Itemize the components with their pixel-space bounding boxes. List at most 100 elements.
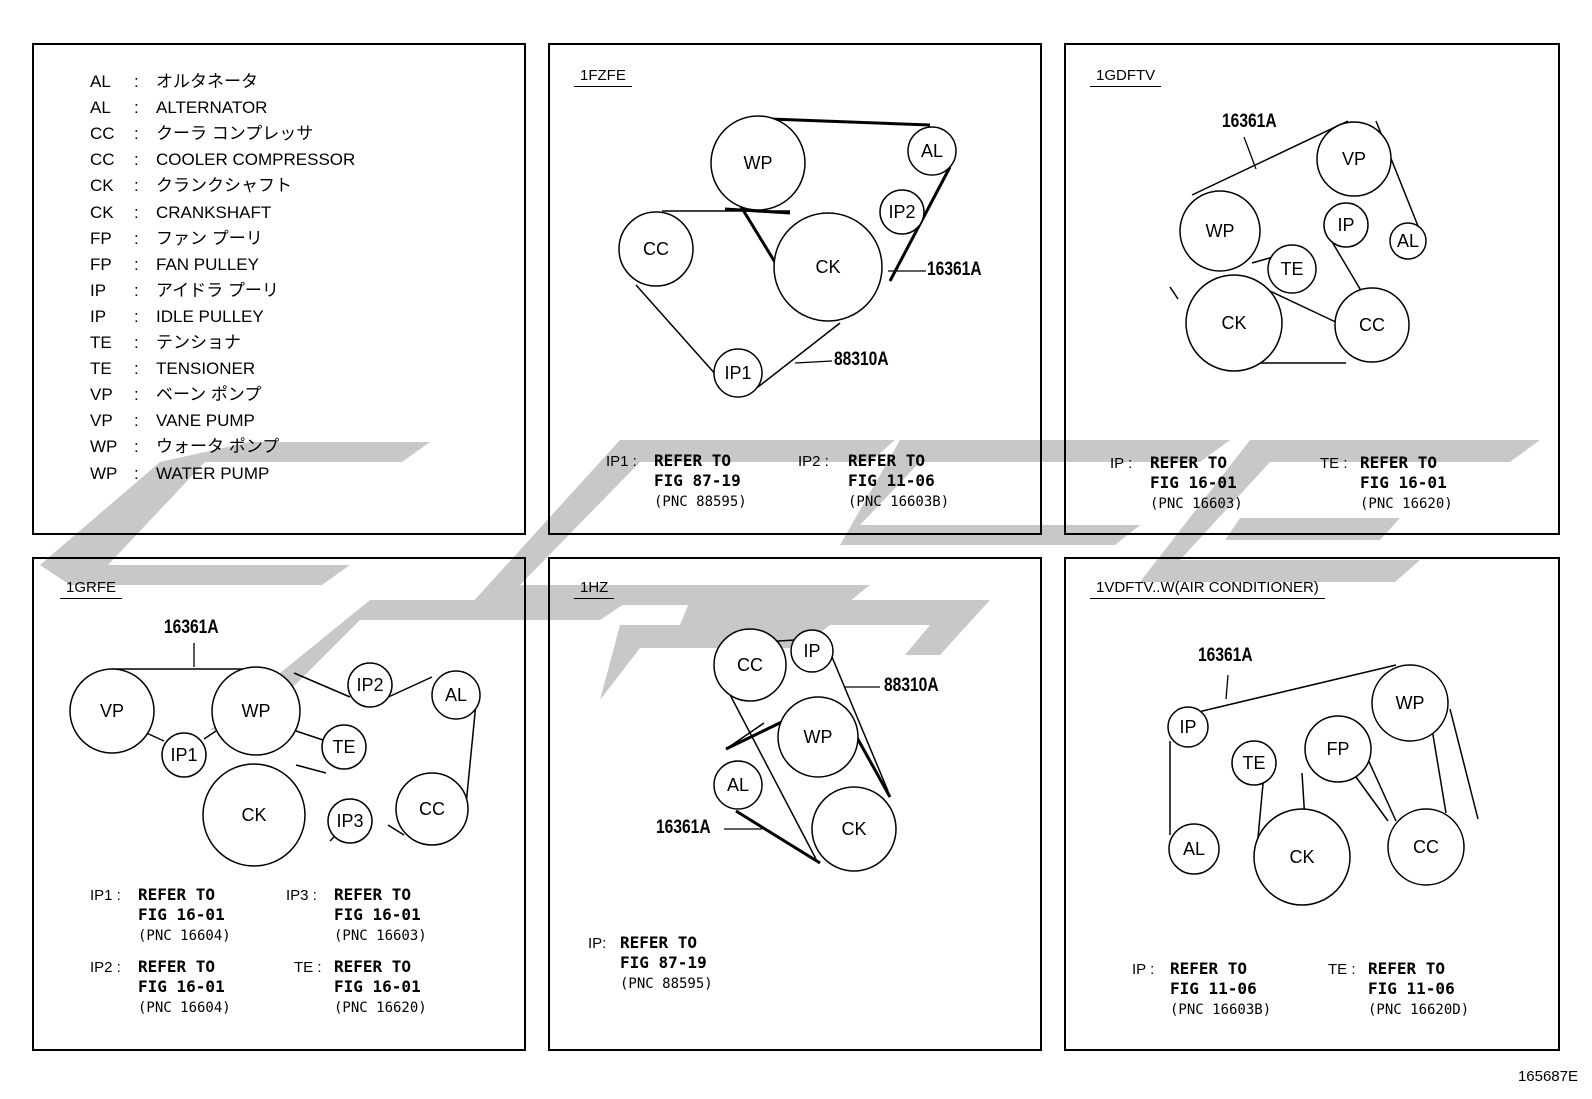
pulley-label-ip2: IP2 <box>888 202 915 222</box>
legend-description: CRANKSHAFT <box>156 202 272 222</box>
pulley-label-ck: CK <box>1289 847 1314 867</box>
pulley-label-wp: WP <box>804 727 833 747</box>
pulley-label-te: TE <box>1242 753 1265 773</box>
pulley-label-al: AL <box>1183 839 1205 859</box>
pulley-label-ip: IP <box>1179 717 1196 737</box>
pulley-wp <box>211 666 301 756</box>
panel-title: 1HZ <box>574 579 615 599</box>
pulley-ip1 <box>161 732 207 778</box>
pulley-ip <box>1323 202 1369 248</box>
legend-description: ALTERNATOR <box>156 98 268 118</box>
legend-separator: : <box>134 228 139 248</box>
part-number-label: 16361A <box>1198 645 1253 666</box>
legend-separator: : <box>134 359 139 379</box>
legend-separator: : <box>134 385 139 405</box>
legend-code: CK <box>90 202 114 222</box>
legend-code: CC <box>90 124 115 144</box>
pulley-te <box>321 724 367 770</box>
belt-diagram: WP AL IP2 CC CK IP1 <box>618 115 957 398</box>
legend-separator: : <box>134 124 139 144</box>
watermark-stroke <box>40 442 430 585</box>
pulley-al <box>713 760 763 810</box>
legend-description: ウォータ ポンプ <box>156 437 280 457</box>
pulley-ck <box>773 212 883 322</box>
pulley-label-te: TE <box>1280 259 1303 279</box>
legend-code: AL <box>90 72 111 91</box>
pulley-label-ck: CK <box>241 805 266 825</box>
pulley-vp <box>69 668 155 754</box>
legend-description: IDLE PULLEY <box>156 306 264 326</box>
legend-separator: : <box>134 280 139 300</box>
legend-separator: : <box>134 463 139 483</box>
panel-title: 1VDFTV..W(AIR CONDITIONER) <box>1090 579 1325 599</box>
legend-code: VP <box>90 385 113 405</box>
pulley-label-wp: WP <box>242 701 271 721</box>
pulley-te <box>1267 244 1317 294</box>
pulley-label-ip1: IP1 <box>724 363 751 383</box>
watermark-stroke <box>680 600 990 655</box>
legend-description: アイドラ プーリ <box>156 280 279 300</box>
panel-title: 1FZFE <box>574 67 632 87</box>
pulley-cc <box>713 628 787 702</box>
legend-code: IP <box>90 280 107 300</box>
legend-description: WATER PUMP <box>156 463 270 483</box>
pulley-ip2 <box>879 189 925 235</box>
pulley-ip2 <box>347 662 393 708</box>
pulley-label-ip1: IP1 <box>170 745 197 765</box>
pulley-wp <box>1179 190 1261 272</box>
pulley-label-ck: CK <box>841 819 866 839</box>
legend-description: ベーン ポンプ <box>156 385 262 405</box>
pulley-label-vp: VP <box>1342 149 1366 169</box>
belt-diagram: IP WP TE FP AL CK CC <box>1167 664 1479 906</box>
pulley-label-ck: CK <box>815 257 840 277</box>
legend-description: クーラ コンプレッサ <box>156 124 314 144</box>
legend-separator: : <box>134 176 139 196</box>
legend-description: FAN PULLEY <box>156 254 259 274</box>
pulley-label-wp: WP <box>1206 221 1235 241</box>
figure-number: 165687E <box>1517 1068 1578 1085</box>
legend-description: クランクシャフト <box>156 176 292 196</box>
pulley-ck <box>811 786 897 872</box>
part-number-label: 16361A <box>927 259 982 280</box>
belt-diagram: VP WP IP AL TE CK CC <box>1169 120 1427 372</box>
legend-code: FP <box>90 254 112 274</box>
pulley-label-te: TE <box>332 737 355 757</box>
pulley-fp <box>1304 715 1372 783</box>
pulley-ck <box>202 763 306 867</box>
legend-separator: : <box>134 411 139 431</box>
pulley-cc <box>1387 808 1465 886</box>
pulley-label-ip: IP <box>1337 215 1354 235</box>
pulley-ip3 <box>327 798 373 844</box>
pulley-wp <box>710 115 806 211</box>
pulley-al <box>431 670 481 720</box>
part-number-label: 88310A <box>834 349 889 370</box>
part-number-label: 16361A <box>164 617 219 638</box>
legend-description: TENSIONER <box>156 359 256 379</box>
pulley-cc <box>395 772 469 846</box>
legend-description: ファン プーリ <box>156 228 263 248</box>
pulley-al <box>1389 222 1427 260</box>
pulley-cc <box>1334 287 1410 363</box>
pulley-ip1 <box>713 348 763 398</box>
pulley-label-fp: FP <box>1326 739 1349 759</box>
pulley-te <box>1231 740 1277 786</box>
pulley-label-al: AL <box>921 141 943 161</box>
pulley-ip <box>790 629 834 673</box>
legend-separator: : <box>134 333 139 352</box>
panel-title: 1GRFE <box>60 579 123 599</box>
legend-separator: : <box>134 72 139 91</box>
pulley-label-wp: WP <box>744 153 773 173</box>
legend-code: WP <box>90 437 118 457</box>
pulley-label-al: AL <box>445 685 467 705</box>
pulley-label-cc: CC <box>1413 837 1439 857</box>
legend-code: FP <box>90 228 112 248</box>
legend-code: TE <box>90 359 112 379</box>
part-number-label: 16361A <box>1222 111 1277 132</box>
belt-diagram: VP WP IP2 AL IP1 TE CK IP3 CC <box>69 643 481 867</box>
legend-description: COOLER COMPRESSOR <box>156 150 356 170</box>
legend-separator: : <box>134 150 139 170</box>
part-number-label: 16361A <box>656 817 711 838</box>
pulley-label-wp: WP <box>1396 693 1425 713</box>
pulley-al <box>907 126 957 176</box>
legend-code: CC <box>90 150 115 170</box>
